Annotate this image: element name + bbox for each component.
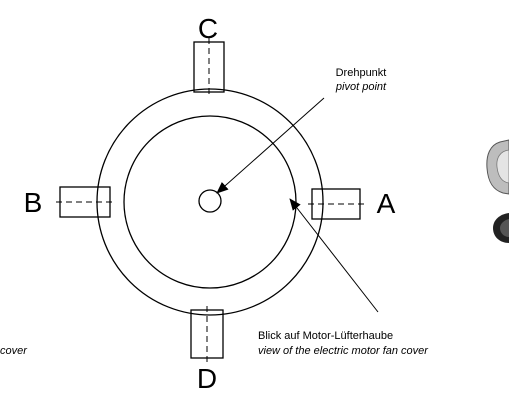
marker-c: C: [198, 13, 218, 44]
view-leader-arrow: [289, 198, 379, 313]
marker-d: D: [197, 363, 217, 394]
pivot-label-de: Drehpunkt: [336, 67, 387, 79]
motor-photo-partial: [486, 139, 509, 243]
lug-top: [193, 38, 225, 98]
inner-fan-cover-circle: [123, 115, 297, 289]
pivot-label-en: pivot point: [335, 81, 387, 93]
left-cutoff-label: cover: [0, 345, 28, 357]
marker-a: A: [377, 188, 396, 219]
view-label-de: Blick auf Motor-Lüfterhaube: [258, 330, 393, 342]
lug-bottom: [190, 306, 224, 362]
lug-left: [56, 186, 114, 218]
pivot-point-circle: [198, 189, 222, 213]
pivot-leader-arrow: [216, 97, 325, 194]
outer-housing-circle: [96, 88, 324, 316]
marker-b: B: [24, 187, 43, 218]
lug-right: [308, 188, 364, 220]
view-label-en: view of the electric motor fan cover: [258, 345, 429, 357]
